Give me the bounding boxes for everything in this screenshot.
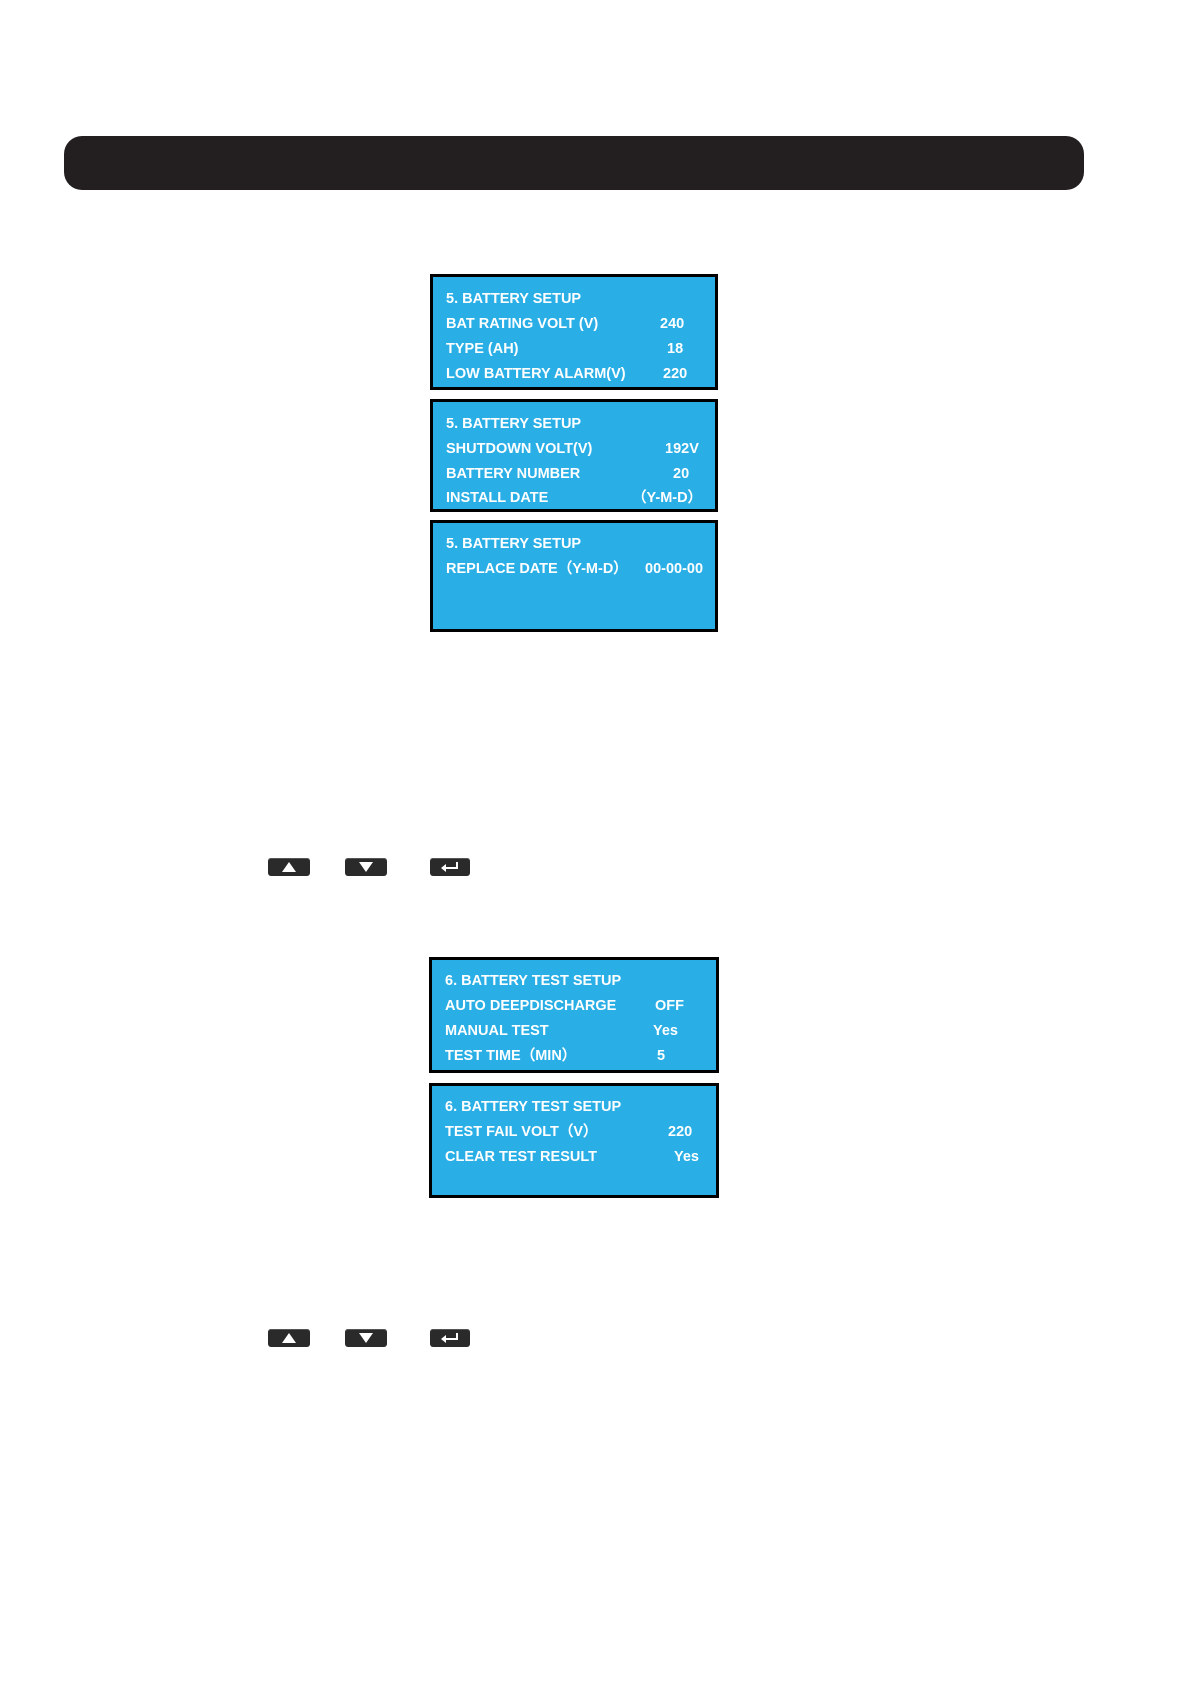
lcd-row-value: （Y-M-D） (632, 490, 703, 506)
lcd-row-label: TYPE (AH) (446, 341, 519, 357)
up-key (268, 1329, 310, 1347)
lcd-row-value: 20 (673, 466, 690, 482)
enter-key (430, 1329, 470, 1347)
lcd-row-value: OFF (655, 998, 684, 1014)
lcd-row-label: BATTERY NUMBER (446, 466, 581, 482)
lcd-row-label: REPLACE DATE（Y-M-D） (446, 561, 628, 577)
lcd-row-value: Yes (653, 1023, 678, 1039)
lcd-title: 6. BATTERY TEST SETUP (445, 973, 622, 989)
up-key (268, 858, 310, 876)
lcd-screen-battery-test-setup-2: 6. BATTERY TEST SETUP TEST FAIL VOLT（V） … (429, 1083, 719, 1198)
enter-icon (441, 1333, 458, 1343)
enter-icon (441, 862, 458, 872)
down-key (345, 1329, 387, 1347)
lcd-row-label: LOW BATTERY ALARM(V) (446, 366, 626, 382)
up-arrow-icon (282, 1333, 296, 1343)
lcd-row-label: MANUAL TEST (445, 1023, 549, 1039)
lcd-screen-battery-setup-3: 5. BATTERY SETUP REPLACE DATE（Y-M-D） 00-… (430, 520, 718, 632)
lcd-row-label: BAT RATING VOLT (V) (446, 316, 599, 332)
up-arrow-icon (282, 862, 296, 872)
lcd-row-value: 18 (667, 341, 684, 357)
lcd-row-label: TEST FAIL VOLT（V） (445, 1124, 598, 1140)
lcd-title: 6. BATTERY TEST SETUP (445, 1099, 622, 1115)
lcd-row-value: 240 (660, 316, 685, 332)
lcd-row-label: SHUTDOWN VOLT(V) (446, 441, 593, 457)
lcd-row-label: TEST TIME（MIN） (445, 1048, 577, 1064)
lcd-row-value: 00-00-00 (645, 561, 704, 577)
lcd-title: 5. BATTERY SETUP (446, 291, 582, 307)
enter-key (430, 858, 470, 876)
lcd-row-label: INSTALL DATE (446, 490, 549, 506)
section-header-bar (64, 136, 1084, 190)
lcd-title: 5. BATTERY SETUP (446, 536, 582, 552)
lcd-screen-battery-setup-1: 5. BATTERY SETUP BAT RATING VOLT (V) 240… (430, 274, 718, 390)
lcd-row-value: 192V (665, 441, 699, 457)
lcd-row-value: Yes (674, 1149, 699, 1165)
lcd-row-label: AUTO DEEPDISCHARGE (445, 998, 617, 1014)
lcd-row-label: CLEAR TEST RESULT (445, 1149, 597, 1165)
down-key (345, 858, 387, 876)
lcd-row-value: 5 (657, 1048, 666, 1064)
lcd-screen-battery-test-setup-1: 6. BATTERY TEST SETUP AUTO DEEPDISCHARGE… (429, 957, 719, 1073)
lcd-row-value: 220 (668, 1124, 693, 1140)
lcd-title: 5. BATTERY SETUP (446, 416, 582, 432)
down-arrow-icon (359, 1333, 373, 1343)
down-arrow-icon (359, 862, 373, 872)
lcd-row-value: 220 (663, 366, 688, 382)
lcd-screen-battery-setup-2: 5. BATTERY SETUP SHUTDOWN VOLT(V) 192V B… (430, 399, 718, 512)
